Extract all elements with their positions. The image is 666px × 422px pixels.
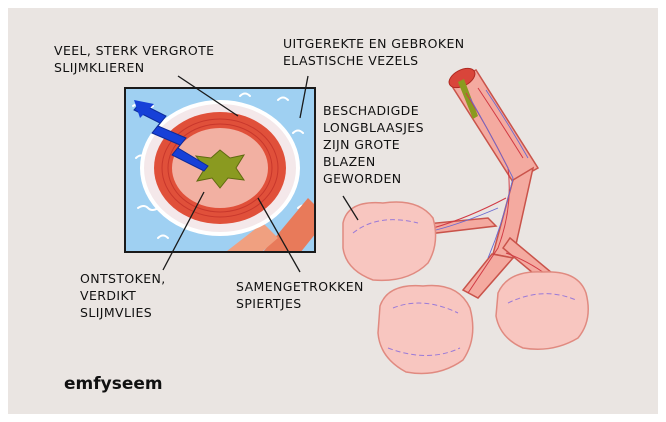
label-mucus-glands: VEEL, STERK VERGROTE SLIJMKLIEREN — [54, 42, 214, 76]
diagram-title: emfyseem — [64, 374, 163, 394]
bronchial-tree — [426, 64, 558, 298]
label-contracted-muscles: SAMENGETROKKEN SPIERTJES — [236, 278, 364, 312]
label-damaged-alveoli: BESCHADIGDE LONGBLAASJES ZIJN GROTE BLAZ… — [323, 102, 424, 187]
emphysema-diagram: VEEL, STERK VERGROTE SLIJMKLIEREN UITGER… — [8, 8, 658, 414]
label-elastic-fibers: UITGEREKTE EN GEBROKEN ELASTISCHE VEZELS — [283, 35, 465, 69]
airway-cross-section — [125, 88, 328, 268]
label-mucous-membrane: ONTSTOKEN, VERDIKT SLIJMVLIES — [80, 270, 166, 321]
